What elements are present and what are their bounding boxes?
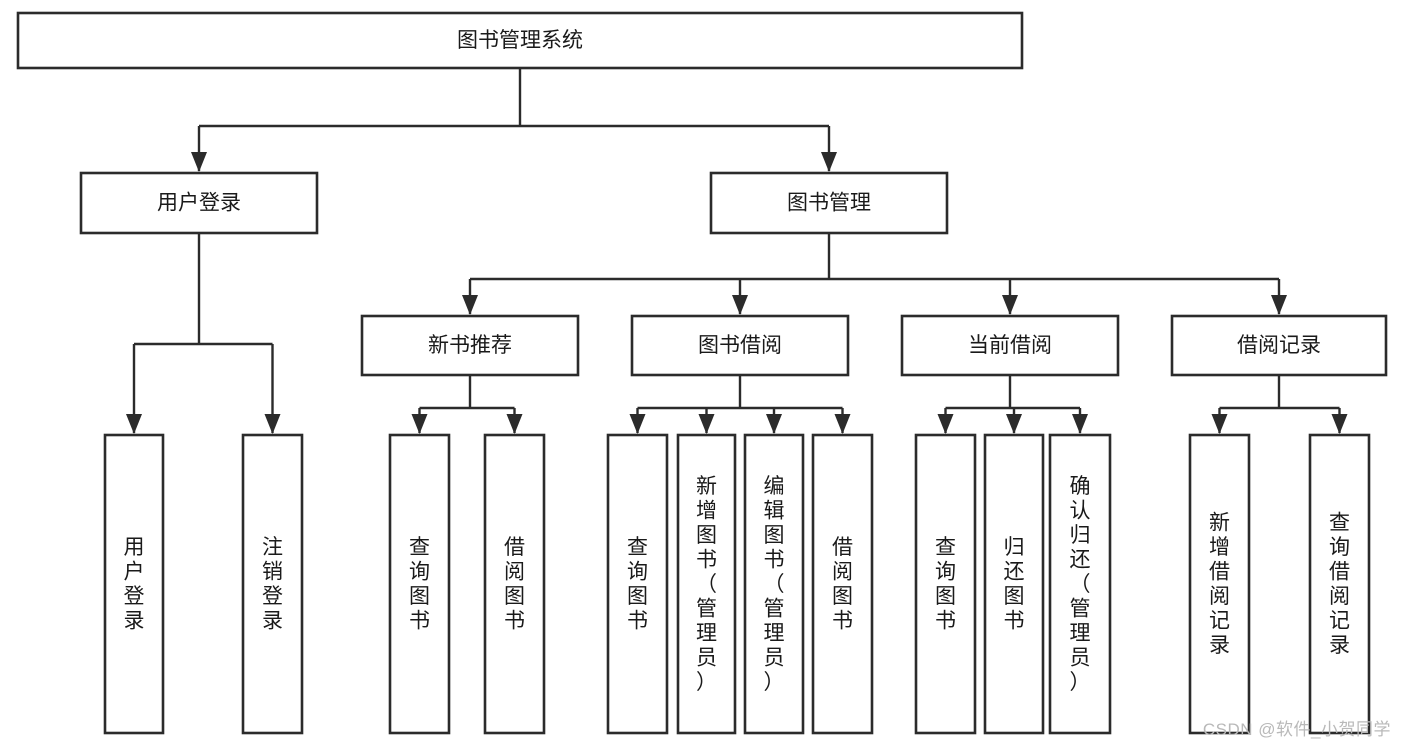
edge-group-borrow — [629, 375, 851, 434]
arrow-head-icon — [191, 152, 207, 172]
node-leaf-confirm-return[interactable]: 确认归还（管理员） — [1048, 433, 1112, 735]
node-box — [360, 314, 580, 377]
arrow-head-icon — [629, 414, 646, 434]
node-leaf-add-record[interactable]: 新增借阅记录 — [1188, 433, 1251, 735]
node-box — [1048, 433, 1112, 735]
node-label: 编辑图书（管理员） — [764, 475, 785, 694]
node-leaf-logout[interactable]: 注销登录 — [241, 433, 304, 735]
connector-layer — [126, 68, 1348, 434]
node-box — [483, 433, 546, 735]
node-label: 图书借阅 — [698, 334, 782, 357]
node-label: 用户登录 — [157, 192, 241, 215]
arrow-head-icon — [1006, 414, 1022, 434]
edge-group-bookmgmt — [462, 233, 1287, 315]
node-label: 归还图书 — [1004, 536, 1025, 633]
node-leaf-user-login[interactable]: 用户登录 — [103, 433, 165, 735]
arrow-head-icon — [126, 414, 142, 434]
node-leaf-add-book[interactable]: 新增图书（管理员） — [676, 433, 737, 735]
node-box — [630, 314, 850, 377]
node-label: 新增借阅记录 — [1209, 512, 1230, 658]
arrow-head-icon — [1211, 414, 1228, 434]
edge-group-newbook — [411, 375, 523, 434]
node-label: 查询图书 — [935, 536, 956, 633]
edge-group-current — [937, 375, 1088, 434]
node-label: 确认归还（管理员） — [1070, 475, 1091, 694]
node-label: 新增图书（管理员） — [696, 475, 717, 694]
node-box — [103, 433, 165, 735]
node-label: 注销登录 — [262, 536, 283, 633]
node-box — [743, 433, 805, 735]
node-box — [676, 433, 737, 735]
node-login[interactable]: 用户登录 — [79, 171, 319, 235]
node-layer: 图书管理系统用户登录图书管理新书推荐图书借阅当前借阅借阅记录用户登录注销登录查询… — [16, 11, 1388, 735]
arrow-head-icon — [1271, 295, 1287, 315]
arrow-head-icon — [1072, 414, 1088, 434]
node-leaf-query-book-c[interactable]: 查询图书 — [914, 433, 977, 735]
node-label: 图书管理 — [787, 192, 871, 215]
watermark-text: CSDN @软件_小贺同学 — [1202, 720, 1391, 739]
arrow-head-icon — [506, 414, 523, 434]
node-leaf-borrow-book-b[interactable]: 借阅图书 — [811, 433, 874, 735]
node-leaf-borrow-book-new[interactable]: 借阅图书 — [483, 433, 546, 735]
node-label: 用户登录 — [124, 536, 145, 633]
node-leaf-query-record[interactable]: 查询借阅记录 — [1308, 433, 1371, 735]
arrow-head-icon — [821, 152, 837, 172]
node-label: 当前借阅 — [968, 334, 1052, 357]
arrow-head-icon — [834, 414, 851, 434]
node-label: 新书推荐 — [428, 334, 512, 357]
node-root[interactable]: 图书管理系统 — [16, 11, 1024, 70]
edge-group-root — [191, 68, 837, 172]
node-box — [709, 171, 949, 235]
arrow-head-icon — [462, 295, 478, 315]
node-leaf-edit-book[interactable]: 编辑图书（管理员） — [743, 433, 805, 735]
node-leaf-return-book[interactable]: 归还图书 — [983, 433, 1045, 735]
edge-group-login — [126, 233, 281, 434]
node-box — [914, 433, 977, 735]
node-label: 查询借阅记录 — [1329, 512, 1350, 658]
arrow-head-icon — [937, 414, 954, 434]
node-current[interactable]: 当前借阅 — [900, 314, 1120, 377]
arrow-head-icon — [411, 414, 428, 434]
node-records[interactable]: 借阅记录 — [1170, 314, 1388, 377]
node-box — [241, 433, 304, 735]
node-box — [1170, 314, 1388, 377]
node-box — [811, 433, 874, 735]
node-label: 查询图书 — [627, 536, 648, 633]
node-bookmgmt[interactable]: 图书管理 — [709, 171, 949, 235]
node-label: 借阅图书 — [504, 536, 525, 633]
arrow-head-icon — [264, 414, 281, 434]
node-newbook[interactable]: 新书推荐 — [360, 314, 580, 377]
node-box — [388, 433, 451, 735]
arrow-head-icon — [766, 414, 782, 434]
arrow-head-icon — [732, 295, 748, 315]
node-label: 图书管理系统 — [457, 29, 583, 52]
node-label: 借阅图书 — [832, 536, 853, 633]
arrow-head-icon — [1331, 414, 1348, 434]
node-leaf-query-book-b[interactable]: 查询图书 — [606, 433, 669, 735]
node-box — [1188, 433, 1251, 735]
node-borrow[interactable]: 图书借阅 — [630, 314, 850, 377]
node-leaf-query-book-new[interactable]: 查询图书 — [388, 433, 451, 735]
node-box — [79, 171, 319, 235]
arrow-head-icon — [698, 414, 715, 434]
edge-group-records — [1211, 375, 1348, 434]
node-box — [606, 433, 669, 735]
node-label: 查询图书 — [409, 536, 430, 633]
node-label: 借阅记录 — [1237, 334, 1321, 357]
node-box — [1308, 433, 1371, 735]
node-box — [900, 314, 1120, 377]
node-box — [16, 11, 1024, 70]
arrow-head-icon — [1002, 295, 1018, 315]
node-box — [983, 433, 1045, 735]
